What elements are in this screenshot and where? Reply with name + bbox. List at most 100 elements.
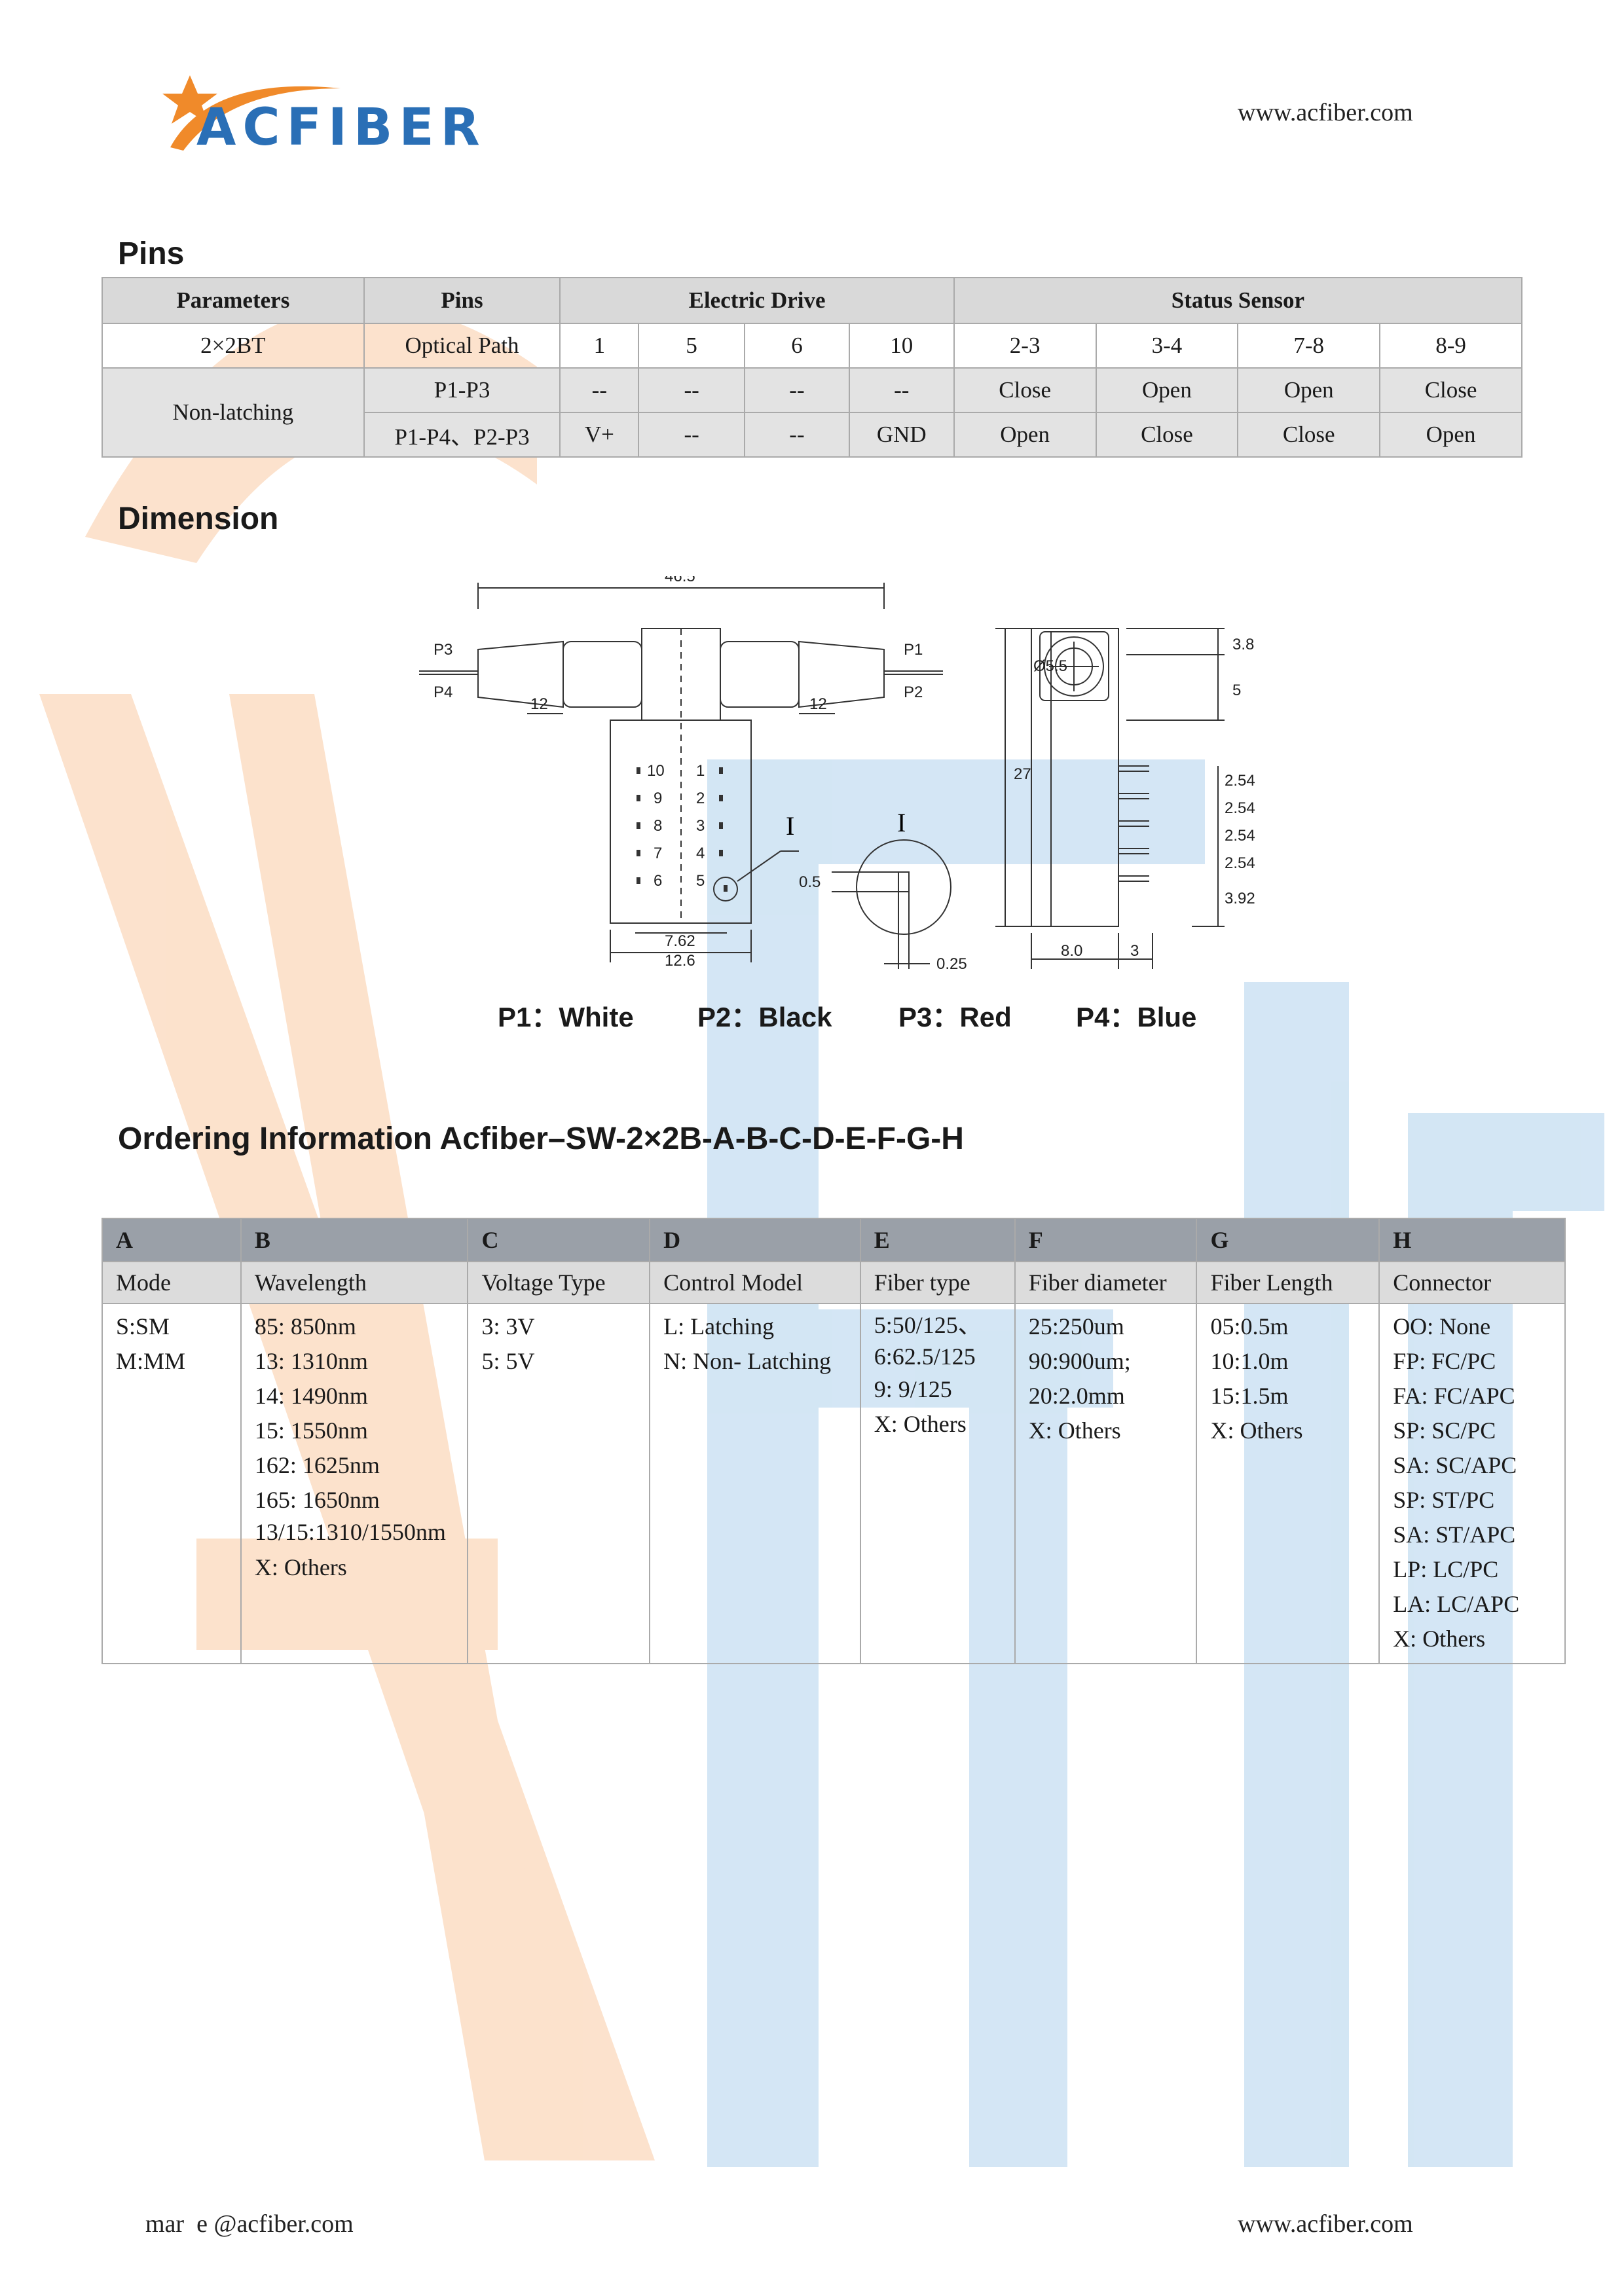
list-item: 90:900um; (1028, 1348, 1131, 1374)
list-item: N: Non- Latching (663, 1348, 832, 1374)
dim-height-27: 27 (1014, 765, 1031, 783)
table-cell: E (859, 1218, 1016, 1262)
options-fiber-diameter: 25:250um 90:900um; 20:2.0mm X: Others (1014, 1303, 1198, 1664)
options-mode: S:SM M:MM (101, 1303, 242, 1664)
options-connector: OO: None FP: FC/PC FA: FC/APC SP: SC/PC … (1378, 1303, 1566, 1664)
list-item: L: Latching (663, 1313, 775, 1339)
options-voltage: 3: 3V 5: 5V (467, 1303, 651, 1664)
list-item: 15:1.5m (1210, 1383, 1289, 1409)
color-value: Blue (1137, 1002, 1197, 1032)
dim-diameter: Ø5.5 (1033, 657, 1067, 675)
table-cell: Optical Path (363, 323, 561, 369)
table-cell: -- (638, 367, 746, 413)
pin-label: 5 (696, 872, 705, 890)
table-cell: H (1378, 1218, 1566, 1262)
table-cell: Open (953, 412, 1097, 458)
footer-website-link[interactable]: www.acfiber.com (1238, 2210, 1413, 2238)
table-cell: 2-3 (953, 323, 1097, 369)
table-cell: Connector (1378, 1261, 1566, 1304)
table-cell: D (649, 1218, 861, 1262)
table-cell: -- (744, 412, 850, 458)
dim-3: 3 (1130, 942, 1139, 960)
header-status-sensor: Status Sensor (953, 277, 1523, 324)
table-cell: Voltage Type (467, 1261, 651, 1304)
pin-label: 3 (696, 817, 705, 835)
table-cell: P1-P4、P2-P3 (363, 412, 561, 458)
list-item: OO: None (1393, 1313, 1491, 1339)
header-electric-drive: Electric Drive (559, 277, 955, 324)
footer-email-link[interactable]: mar e @acfiber.com (145, 2210, 354, 2238)
list-item: X: Others (254, 1554, 347, 1580)
pins-header-row: Parameters Pins Electric Drive Status Se… (101, 277, 1523, 324)
pin-label: 7 (654, 845, 662, 862)
pins-sub-row: 2×2BT Optical Path 1 5 6 10 2-3 3-4 7-8 … (101, 323, 1522, 369)
header-website-link[interactable]: www.acfiber.com (1238, 99, 1413, 126)
list-item: 165: 1650nm (254, 1487, 380, 1513)
pin-label: 4 (696, 845, 705, 862)
ordering-table: A B C D E F G H Mode Wavelength Voltage … (101, 1218, 1566, 1664)
detail-marker: I (786, 811, 794, 841)
table-cell: -- (744, 367, 850, 413)
dim-254: 2.54 (1225, 799, 1255, 817)
list-item: 20:2.0mm (1028, 1383, 1125, 1409)
table-cell: A (101, 1218, 242, 1262)
pin-label: 8 (654, 817, 662, 835)
list-item: 14: 1490nm (254, 1383, 368, 1409)
table-row: Non-latching P1-P3 -- -- -- -- Close Ope… (101, 367, 1522, 458)
table-cell: 5 (638, 323, 746, 369)
table-cell: Open (1379, 412, 1522, 458)
dim-80: 8.0 (1061, 942, 1082, 960)
list-item: 15: 1550nm (254, 1417, 368, 1444)
dim-254: 2.54 (1225, 854, 1255, 872)
table-cell: 6 (744, 323, 850, 369)
table-cell: 10 (848, 323, 955, 369)
list-item: LA: LC/APC (1393, 1591, 1520, 1617)
dim-label-p1: P1 (904, 641, 923, 659)
color-key: P4： (1076, 1002, 1137, 1032)
table-cell: 7-8 (1237, 323, 1381, 369)
table-cell: Fiber Length (1196, 1261, 1380, 1304)
table-cell: Fiber diameter (1014, 1261, 1198, 1304)
table-cell: 8-9 (1379, 323, 1522, 369)
options-fiber-length: 05:0.5m 10:1.0m 15:1.5m X: Others (1196, 1303, 1380, 1664)
header-parameters: Parameters (101, 277, 365, 324)
table-cell: GND (848, 412, 955, 458)
list-item: SP: ST/PC (1393, 1487, 1495, 1513)
table-cell: Fiber type (859, 1261, 1016, 1304)
list-item: 5: 5V (481, 1348, 535, 1374)
table-cell: -- (559, 367, 640, 413)
dim-label-p3: P3 (434, 641, 452, 659)
dim-025: 0.25 (936, 955, 967, 973)
table-row: P1-P4、P2-P3 V+ -- -- GND Open Close Clos… (102, 412, 1522, 458)
dim-5: 5 (1232, 682, 1241, 699)
list-item: 05:0.5m (1210, 1313, 1289, 1339)
list-item: 5:50/125、 (874, 1312, 982, 1338)
dim-254: 2.54 (1225, 827, 1255, 845)
table-cell: Close (1237, 412, 1381, 458)
table-cell: 1 (559, 323, 640, 369)
options-fiber-type: 5:50/125、 6:62.5/125 9: 9/125 X: Others (859, 1303, 1016, 1664)
list-item: SA: ST/APC (1393, 1522, 1516, 1548)
dim-392: 3.92 (1225, 890, 1255, 907)
dim-05: 0.5 (799, 873, 821, 891)
list-item: 6:62.5/125 (874, 1343, 976, 1370)
table-cell: 2×2BT (101, 323, 365, 369)
list-item: X: Others (1028, 1417, 1121, 1444)
list-item: LP: LC/PC (1393, 1556, 1499, 1582)
detail-marker: I (897, 808, 906, 837)
list-item: 162: 1625nm (254, 1452, 380, 1478)
list-item: 85: 850nm (254, 1313, 356, 1339)
dim-label-p4: P4 (434, 683, 452, 701)
table-cell: Open (1095, 367, 1239, 413)
pin-label: 9 (654, 790, 662, 807)
dim-left-12: 12 (530, 695, 548, 713)
dim-top-length: 46.5 (665, 576, 695, 585)
color-value: Black (758, 1002, 832, 1032)
color-key: P2： (697, 1002, 759, 1032)
fiber-color-p2: P2：Black (697, 995, 832, 1035)
list-item: 3: 3V (481, 1313, 535, 1339)
list-item: FA: FC/APC (1393, 1383, 1515, 1409)
options-control-model: L: Latching N: Non- Latching (649, 1303, 861, 1664)
dimension-drawing: 46.5 P3 P4 P1 P2 12 12 10 9 8 7 6 1 2 3 … (419, 576, 1255, 973)
table-cell: Wavelength (240, 1261, 469, 1304)
